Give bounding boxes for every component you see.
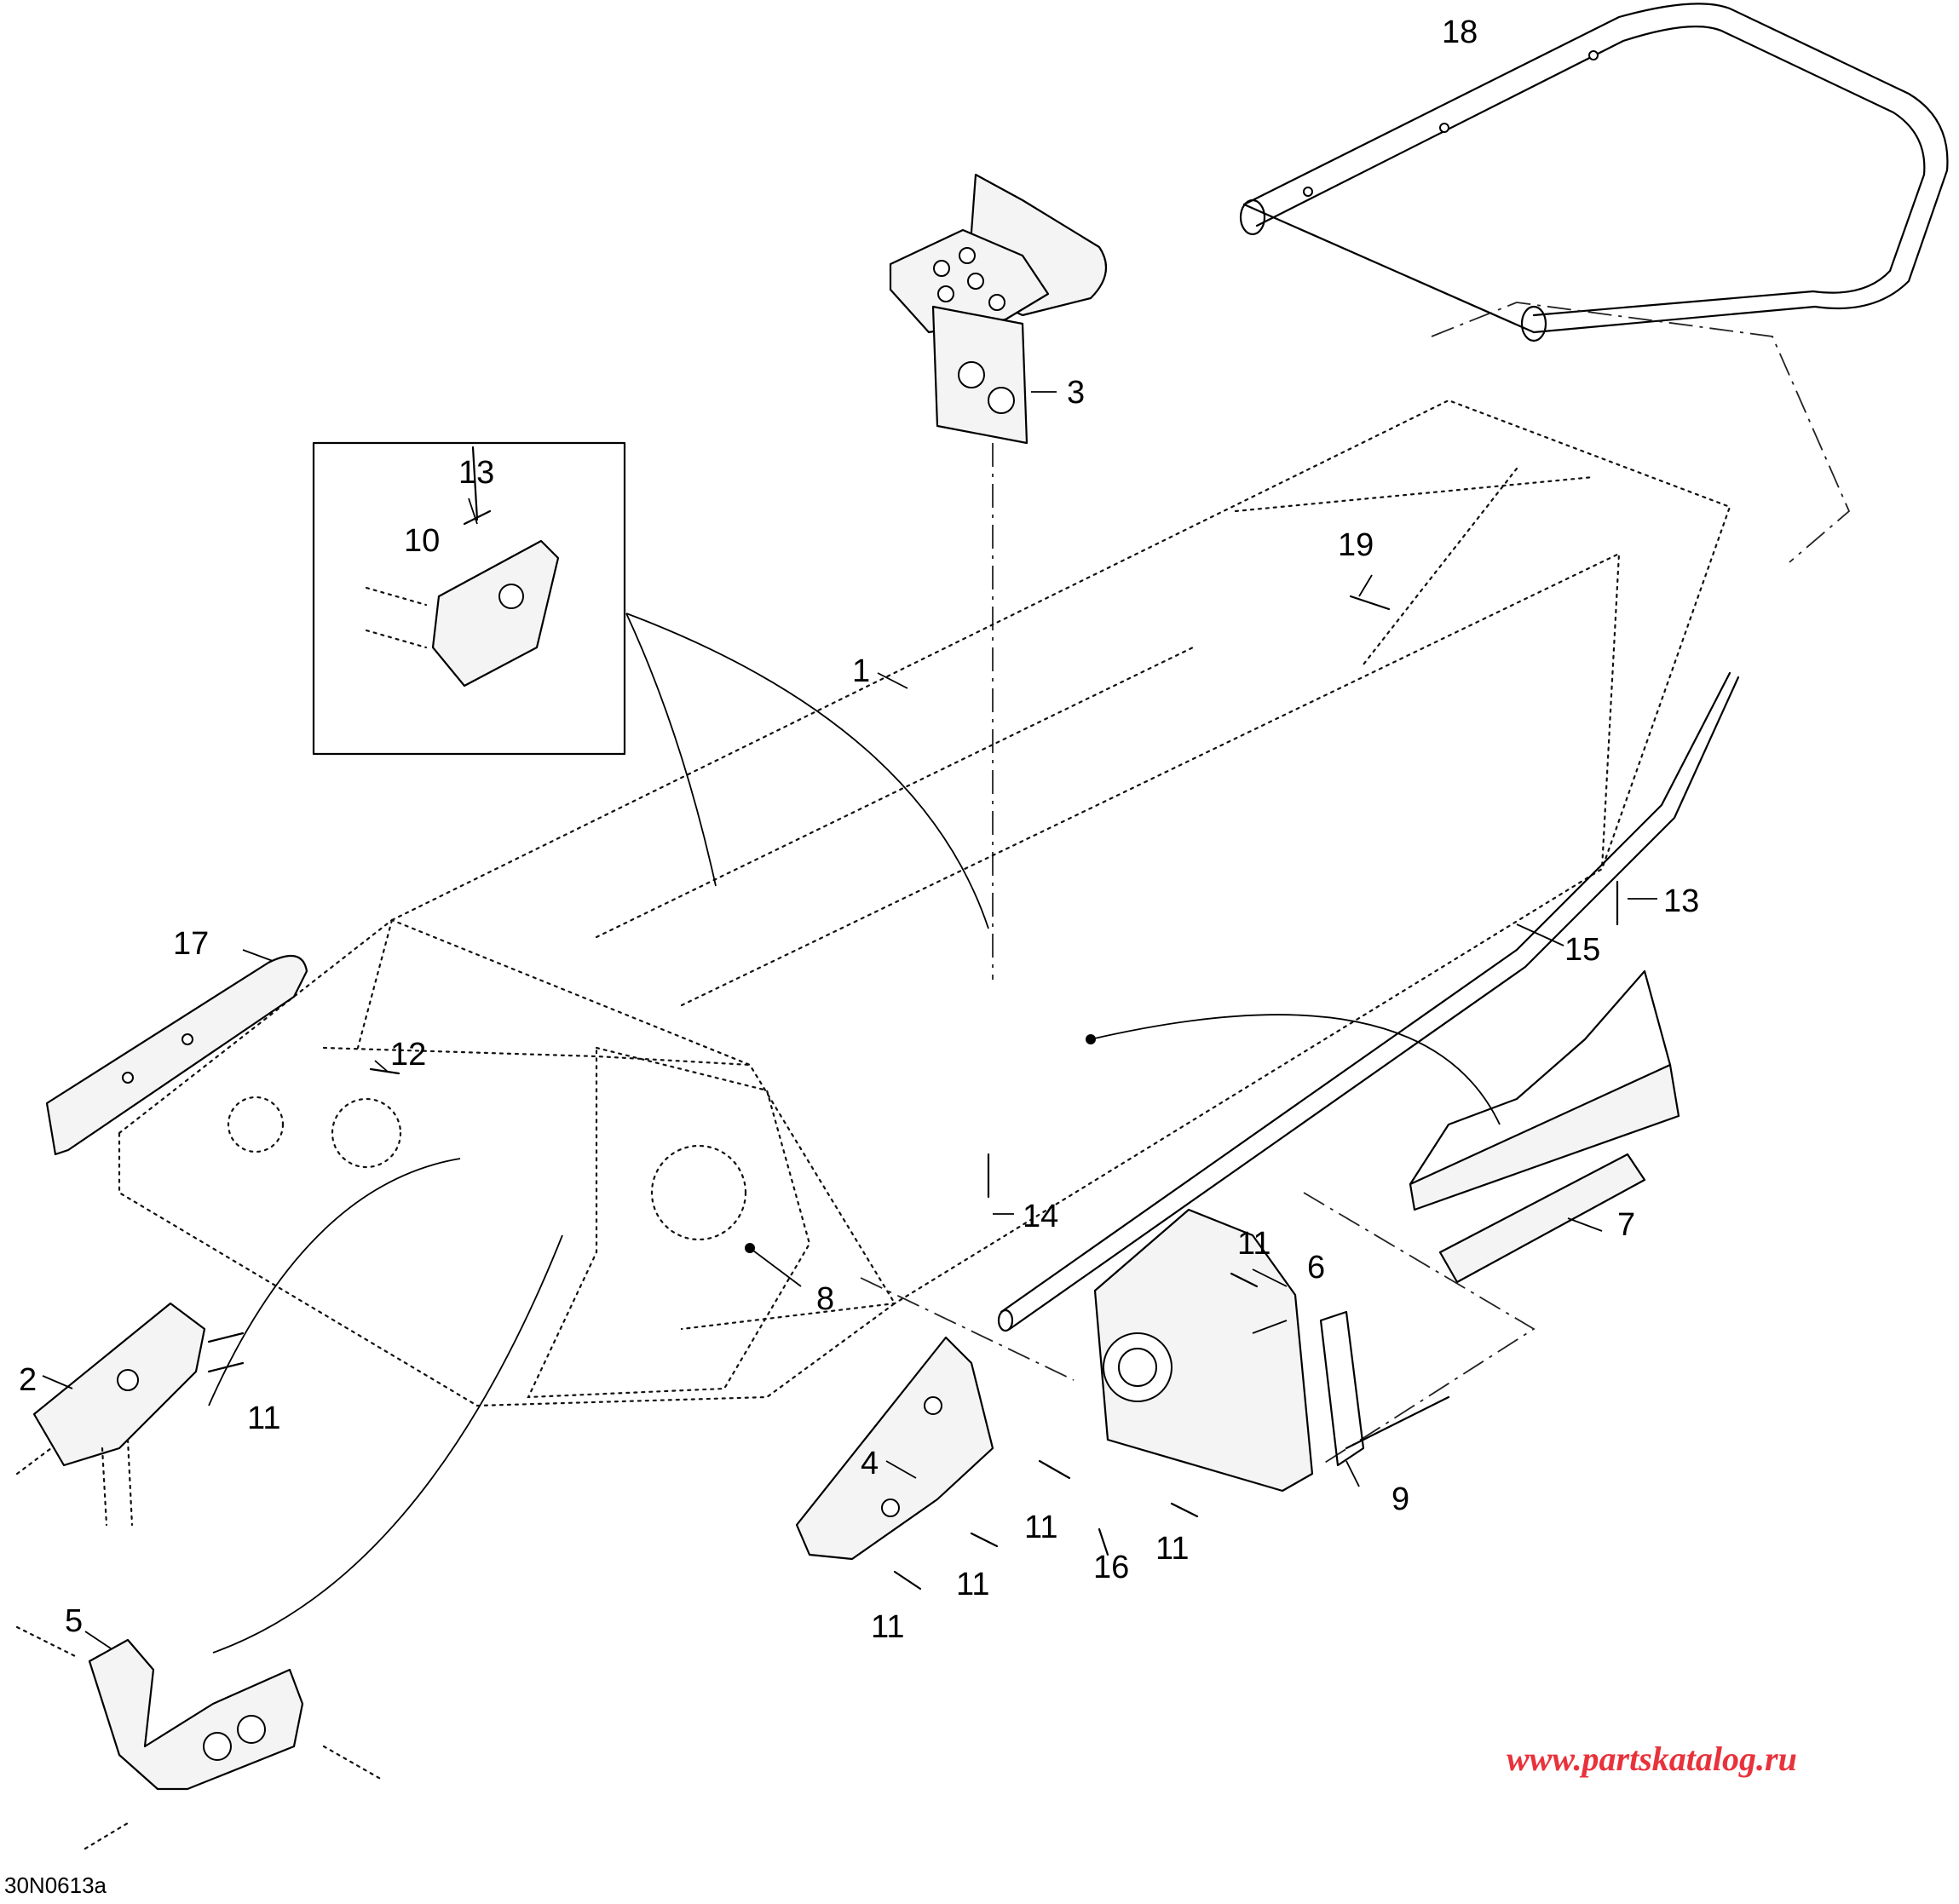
- callout-11-b: 11: [247, 1401, 280, 1436]
- callout-10: 10: [404, 523, 440, 559]
- callout-leaders: [42, 391, 1657, 1649]
- callout-2: 2: [19, 1362, 37, 1398]
- callout-6: 6: [1307, 1250, 1325, 1286]
- callout-13-a: 13: [458, 455, 494, 491]
- callout-8: 8: [816, 1281, 834, 1317]
- fastener-11-d: [970, 1532, 999, 1548]
- callout-11-f: 11: [871, 1609, 904, 1645]
- callout-15: 15: [1564, 932, 1600, 968]
- part-15-running-board: [997, 671, 1740, 1332]
- fasteners: [207, 595, 1619, 1591]
- bumper-alignment-line: [1431, 302, 1851, 563]
- fastener-11-f: [1170, 1502, 1199, 1518]
- fastener-19: [1349, 595, 1391, 611]
- part-6-side-plate: [1093, 1208, 1314, 1493]
- part-7-footrest: [1409, 969, 1680, 1284]
- part-1-tunnel: [356, 399, 1731, 1331]
- callout-18: 18: [1442, 14, 1478, 50]
- callout-11-c: 11: [1024, 1510, 1057, 1545]
- callout-11-a: 11: [1237, 1226, 1270, 1262]
- part-3-bracket: [889, 173, 1108, 445]
- part-2-bracket: [15, 1302, 206, 1527]
- callout-3: 3: [1067, 375, 1085, 411]
- fastener-16: [1098, 1527, 1109, 1556]
- part-5-bracket: [15, 1625, 385, 1850]
- callout-11-d: 11: [1155, 1531, 1189, 1567]
- callout-7: 7: [1617, 1207, 1635, 1243]
- part-4-bracket: [795, 1336, 994, 1561]
- fastener-11-a: [207, 1332, 245, 1343]
- part-9-link: [1319, 1310, 1450, 1467]
- side-plate-alignment-line: [860, 1192, 1536, 1466]
- callout-12: 12: [390, 1037, 426, 1073]
- fastener-11-e: [893, 1570, 922, 1591]
- callout-5: 5: [65, 1603, 83, 1639]
- callout-11-e: 11: [956, 1567, 989, 1602]
- drawing-code: 30N0613a: [4, 1872, 107, 1898]
- part-17-strip: [45, 954, 308, 1156]
- callout-9: 9: [1391, 1481, 1409, 1517]
- fastener-11-c: [1038, 1459, 1071, 1480]
- part-18-rear-bumper: [1239, 3, 1949, 342]
- callout-13-b: 13: [1663, 883, 1699, 919]
- front-frame: [118, 918, 896, 1407]
- callout-4: 4: [861, 1446, 879, 1481]
- callout-19: 19: [1338, 527, 1374, 563]
- fastener-11-b: [207, 1361, 245, 1373]
- fastener-11-g: [1230, 1272, 1259, 1288]
- fastener-12: [369, 1067, 400, 1075]
- callout-14: 14: [1023, 1199, 1058, 1234]
- callout-16: 16: [1093, 1550, 1129, 1585]
- callout-1: 1: [852, 653, 870, 689]
- callout-17: 17: [173, 926, 209, 962]
- reference-arrows: [208, 613, 1501, 1654]
- inset-detail-box: [312, 441, 626, 756]
- watermark: www.partskatalog.ru: [1507, 1740, 1797, 1778]
